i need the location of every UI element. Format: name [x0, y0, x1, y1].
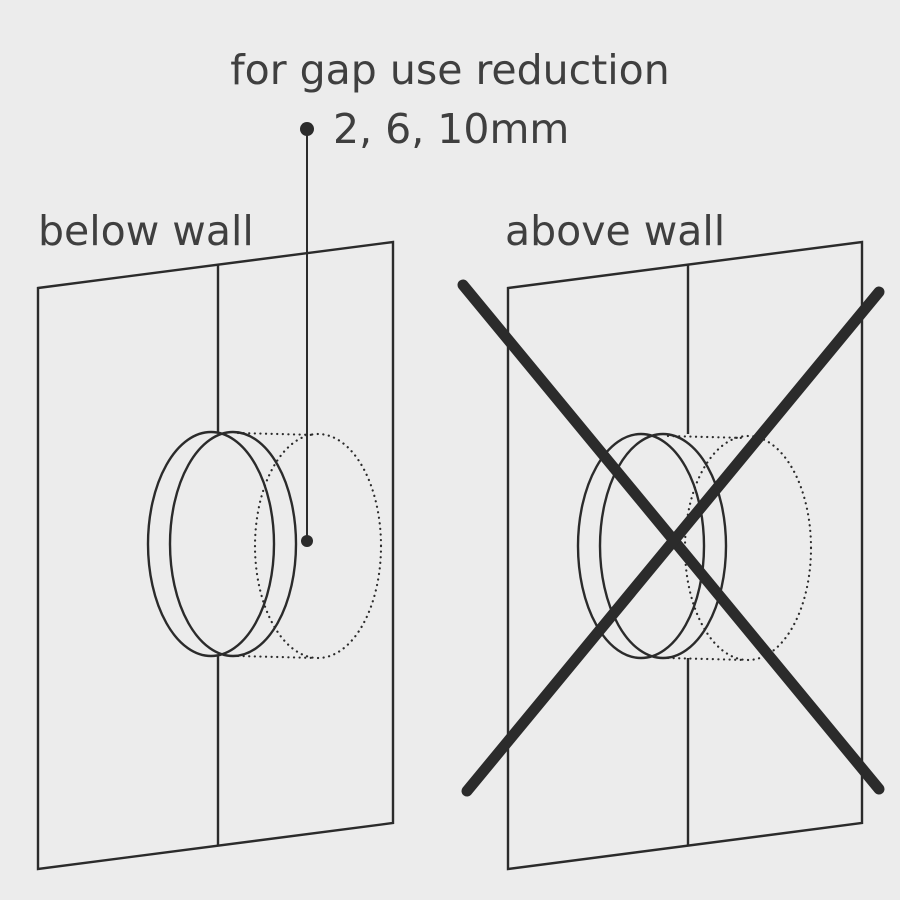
ghost-top-edge-left [236, 431, 318, 437]
ghost-bottom-edge-right [666, 656, 748, 662]
cylinder-front-face-right [576, 432, 706, 660]
cylinder-rim-left [168, 430, 298, 658]
panel-above-wall: above wall [457, 207, 885, 871]
panel-label-above: above wall [505, 207, 725, 255]
cylinder-front-face-left [146, 430, 276, 658]
ghost-bottom-edge-left [236, 654, 318, 660]
cylinder-rim-right [598, 432, 728, 660]
panel-below-wall: below wall [36, 207, 395, 871]
leader-end-dot [301, 535, 313, 547]
ghost-top-edge-right [666, 434, 748, 440]
cross-out-x [457, 279, 885, 797]
diagram-title: for gap use reduction [230, 46, 670, 94]
reduction-sizes: 2, 6, 10mm [333, 105, 569, 153]
cross-stroke-2 [461, 286, 885, 797]
ghost-cylinder-outline-left [253, 432, 383, 660]
wall-plate-left [36, 240, 395, 871]
wall-plate-right [506, 240, 864, 871]
annotation-group: for gap use reduction 2, 6, 10mm [230, 46, 670, 547]
panel-label-below: below wall [38, 207, 254, 255]
bullet-dot [300, 122, 314, 136]
